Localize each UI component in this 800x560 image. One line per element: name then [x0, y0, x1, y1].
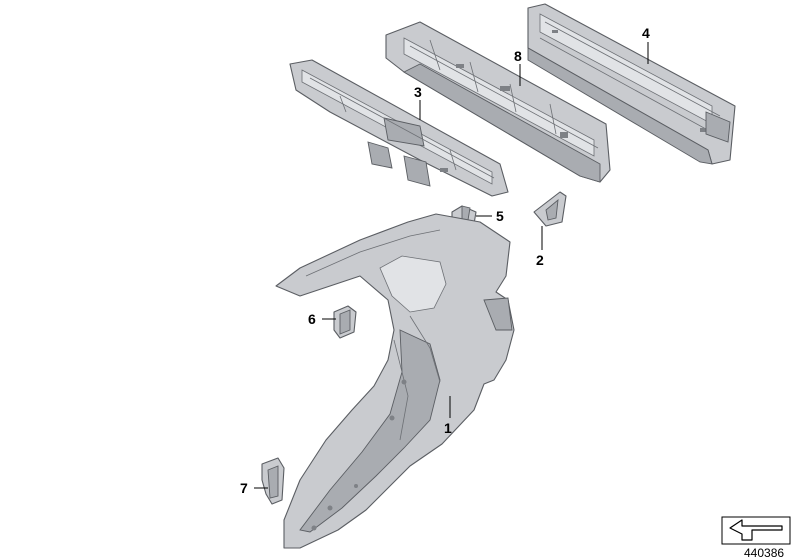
part-1-side-panel-rear[interactable] — [275, 213, 515, 549]
part-7-bracket[interactable] — [261, 457, 285, 505]
callout-7[interactable]: 7 — [240, 480, 248, 496]
callout-5[interactable]: 5 — [496, 208, 504, 224]
callout-3[interactable]: 3 — [414, 84, 422, 100]
part-6-bracket[interactable] — [333, 305, 357, 339]
callout-6[interactable]: 6 — [308, 311, 316, 327]
diagram-id: 440386 — [744, 546, 784, 560]
callout-4[interactable]: 4 — [642, 25, 650, 41]
callout-2[interactable]: 2 — [536, 252, 544, 268]
part-8-cross-member[interactable] — [385, 21, 611, 183]
part-4-rear-panel[interactable] — [527, 3, 736, 165]
navigation-arrow-icon[interactable] — [721, 516, 791, 545]
callout-8[interactable]: 8 — [514, 48, 522, 64]
callout-1[interactable]: 1 — [444, 420, 452, 436]
part-2-bracket[interactable] — [533, 191, 567, 227]
part-3-cross-member[interactable] — [289, 59, 509, 197]
